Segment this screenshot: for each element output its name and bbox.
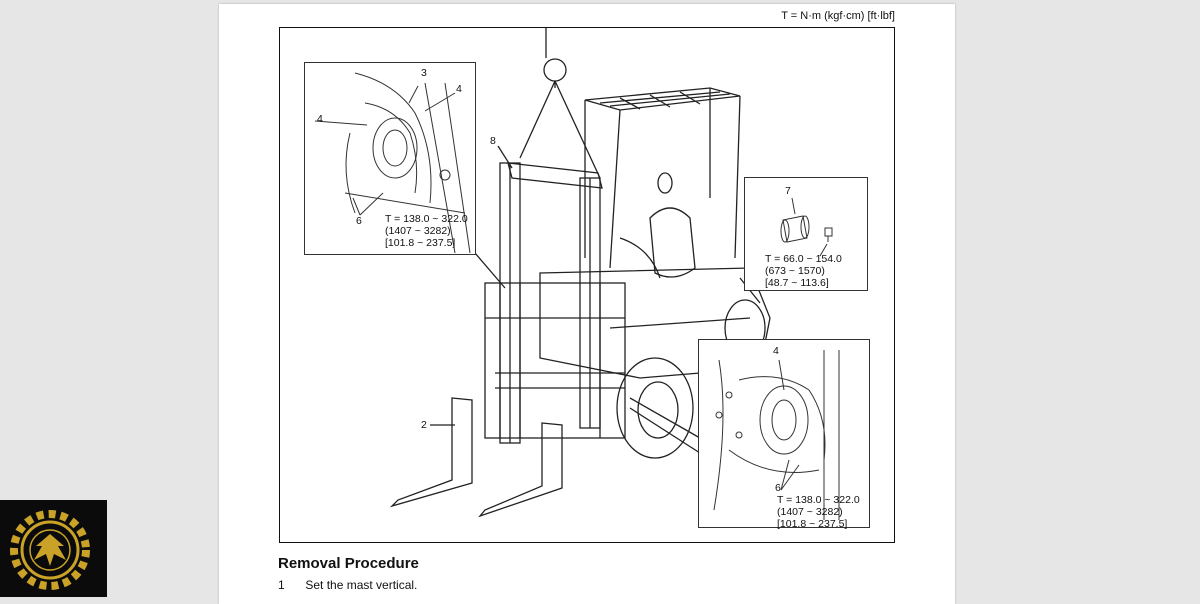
gear-logo-icon xyxy=(10,510,90,590)
torque-right-lower-nm: T = 138.0 ~ 322.0 xyxy=(777,494,860,506)
torque-right-upper-kgfcm: (673 ~ 1570) xyxy=(765,265,825,277)
torque-spec-right-lower: T = 138.0 ~ 322.0 (1407 ~ 3282) [101.8 ~… xyxy=(777,494,860,530)
callout-6-left: 6 xyxy=(356,215,362,227)
step-number: 1 xyxy=(278,578,285,592)
callout-7: 7 xyxy=(785,185,791,197)
callout-8: 8 xyxy=(490,135,496,147)
torque-right-lower-kgfcm: (1407 ~ 3282) xyxy=(777,506,843,518)
callout-4-left: 4 xyxy=(317,113,323,125)
callout-6-right: 6 xyxy=(775,482,781,494)
step-text: Set the mast vertical. xyxy=(305,578,418,592)
torque-right-upper-ftlbf: [48.7 ~ 113.6] xyxy=(765,277,829,289)
inset-right-lower-drawing xyxy=(713,350,840,520)
inset-right-upper-drawing xyxy=(780,197,833,257)
watermark-logo xyxy=(0,500,107,597)
detail-inset-right-lower: 4 6 T = 138.0 ~ 322.0 (1407 ~ 3282) [101… xyxy=(698,339,870,530)
detail-inset-right-upper: 7 T = 66.0 ~ 154.0 (673 ~ 1570) [48.7 ~ … xyxy=(744,177,868,291)
torque-left-kgfcm: (1407 ~ 3282) xyxy=(385,225,451,237)
torque-left-ftlbf: [101.8 ~ 237.5] xyxy=(385,237,456,249)
forklift-illustration: 3 4 4 6 T = 138.0 ~ 322.0 (1407 ~ 3282) … xyxy=(279,27,895,543)
torque-spec-left: T = 138.0 ~ 322.0 (1407 ~ 3282) [101.8 ~… xyxy=(385,213,468,249)
callout-3: 3 xyxy=(421,67,427,79)
torque-left-nm: T = 138.0 ~ 322.0 xyxy=(385,213,468,225)
callout-4-right: 4 xyxy=(773,345,779,357)
detail-inset-left: 3 4 4 6 T = 138.0 ~ 322.0 (1407 ~ 3282) … xyxy=(304,62,476,255)
torque-spec-right-upper: T = 66.0 ~ 154.0 (673 ~ 1570) [48.7 ~ 11… xyxy=(765,253,842,289)
section-heading: Removal Procedure xyxy=(278,555,419,572)
torque-units-note: T = N·m (kgf·cm) [ft·lbf] xyxy=(781,10,895,22)
torque-right-upper-nm: T = 66.0 ~ 154.0 xyxy=(765,253,842,265)
inset-left-drawing xyxy=(314,72,471,254)
procedure-step: 1 Set the mast vertical. xyxy=(278,578,417,592)
torque-right-lower-ftlbf: [101.8 ~ 237.5] xyxy=(777,518,848,530)
document-page: T = N·m (kgf·cm) [ft·lbf] xyxy=(219,4,955,604)
callout-2: 2 xyxy=(421,419,427,431)
callout-4-upper: 4 xyxy=(456,83,462,95)
